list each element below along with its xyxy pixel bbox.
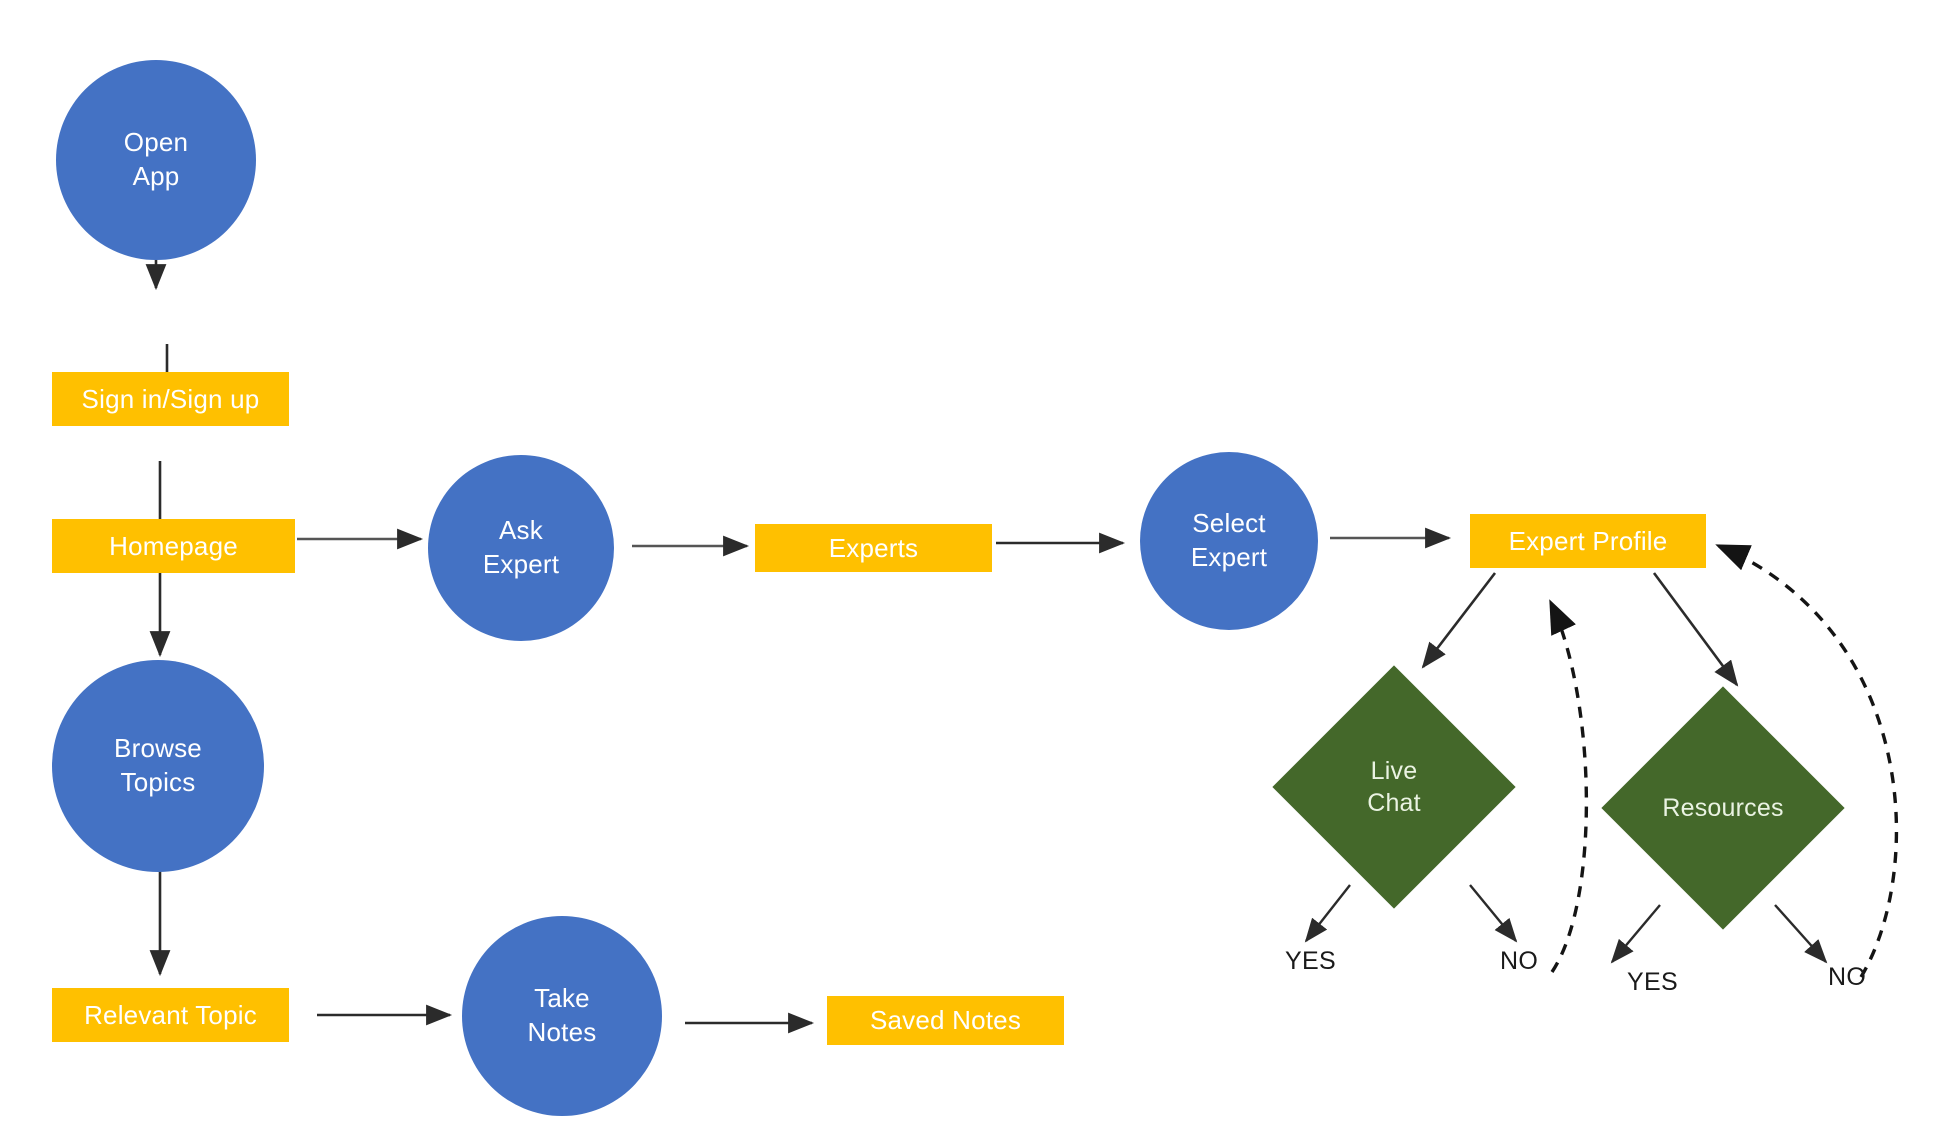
node-select-expert-line1: Select [1192, 508, 1266, 539]
node-experts[interactable]: Experts [755, 524, 992, 572]
node-live-chat-label: Live Chat [1308, 701, 1480, 873]
edge-expert-profile-to-resources [1652, 572, 1739, 687]
label-live-chat-no: NO [1500, 947, 1539, 975]
node-live-chat-line1: Live [1370, 756, 1418, 785]
node-open-app-line2: App [132, 161, 180, 191]
node-live-chat[interactable]: Live Chat [1272, 665, 1516, 909]
node-open-app-label: Open App [124, 126, 188, 194]
node-saved-notes-label: Saved Notes [869, 1005, 1022, 1036]
node-sign-in-sign-up-label: Sign in/Sign up [81, 383, 260, 414]
label-resources-yes: YES [1627, 968, 1678, 996]
node-expert-profile-label: Expert Profile [1508, 525, 1668, 556]
node-take-notes-line1: Take [534, 983, 590, 1014]
edge-resources-to-no [1774, 904, 1828, 964]
node-browse-topics-line2: Topics [120, 767, 196, 797]
node-homepage-label: Homepage [109, 530, 238, 561]
node-open-app-line1: Open [123, 127, 189, 158]
node-take-notes-label: Take Notes [528, 982, 597, 1050]
node-expert-profile[interactable]: Expert Profile [1470, 514, 1706, 568]
label-live-chat-yes: YES [1285, 947, 1336, 975]
label-resources-no: NO [1828, 963, 1867, 991]
node-select-expert-label: Select Expert [1191, 507, 1267, 575]
node-sign-in-sign-up[interactable]: Sign in/Sign up [52, 372, 289, 426]
node-experts-label: Experts [828, 532, 919, 563]
node-resources-label: Resources [1637, 722, 1809, 894]
edge-resources-to-yes [1610, 904, 1661, 964]
node-resources-text: Resources [1662, 793, 1784, 822]
node-relevant-topic-label: Relevant Topic [84, 999, 257, 1030]
node-ask-expert-label: Ask Expert [483, 514, 559, 582]
edge-live-chat-to-yes [1304, 884, 1351, 943]
node-take-notes[interactable]: Take Notes [462, 916, 662, 1116]
node-take-notes-line2: Notes [527, 1017, 597, 1047]
node-resources[interactable]: Resources [1601, 686, 1845, 930]
node-ask-expert-line1: Ask [499, 515, 543, 546]
node-browse-topics-line1: Browse [114, 733, 202, 764]
node-homepage[interactable]: Homepage [52, 519, 295, 573]
node-open-app[interactable]: Open App [56, 60, 256, 260]
node-saved-notes[interactable]: Saved Notes [827, 996, 1064, 1045]
node-browse-topics-label: Browse Topics [114, 732, 202, 800]
edge-live-chat-no-feedback-dashed [1549, 599, 1589, 973]
node-select-expert[interactable]: Select Expert [1140, 452, 1318, 630]
edge-expert-profile-to-live-chat [1421, 572, 1497, 669]
node-ask-expert[interactable]: Ask Expert [428, 455, 614, 641]
node-relevant-topic[interactable]: Relevant Topic [52, 988, 289, 1042]
node-select-expert-line2: Expert [1190, 542, 1268, 572]
edge-live-chat-to-no [1469, 884, 1518, 943]
node-live-chat-line2: Chat [1367, 789, 1421, 817]
node-ask-expert-line2: Expert [482, 549, 560, 579]
node-browse-topics[interactable]: Browse Topics [52, 660, 264, 872]
